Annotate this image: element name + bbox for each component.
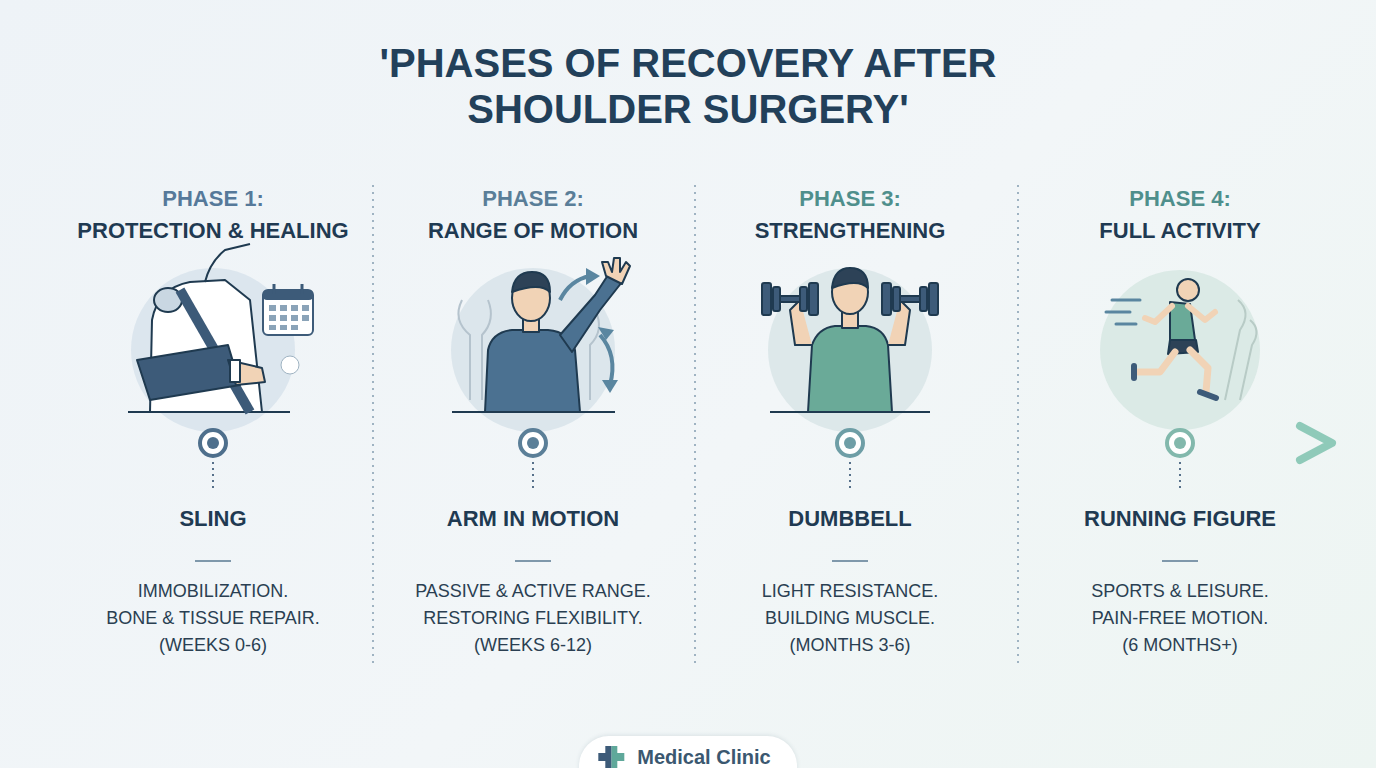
logo-badge: Medical Clinic [579, 736, 796, 768]
description: RESTORING FLEXIBILITY. [423, 608, 642, 629]
description: SPORTS & LEISURE. [1091, 581, 1269, 602]
description: PASSIVE & ACTIVE RANGE. [415, 581, 651, 602]
description: BONE & TISSUE REPAIR. [106, 608, 319, 629]
phase-number: PHASE 2: [482, 186, 583, 212]
arrowhead [586, 268, 600, 285]
icon-circle [768, 268, 932, 432]
icon-circle [1100, 270, 1260, 430]
phase-title: STRENGTHENING [755, 218, 946, 244]
separator [373, 185, 1018, 665]
stretching-person [485, 258, 630, 412]
phase-title: RANGE OF MOTION [428, 218, 638, 244]
timeline-dot [200, 430, 1193, 456]
description: (MONTHS 3-6) [790, 635, 911, 656]
icon-name: RUNNING FIGURE [1084, 506, 1276, 532]
description: (WEEKS 6-12) [474, 635, 592, 656]
description: (WEEKS 0-6) [159, 635, 267, 656]
sling-figure [137, 244, 265, 412]
bone-sketch [1225, 300, 1257, 400]
lifting-person [790, 268, 910, 412]
phase-number: PHASE 1: [162, 186, 263, 212]
arrowhead [598, 327, 614, 340]
icon-name: DUMBBELL [788, 506, 911, 532]
arrowhead [602, 380, 618, 393]
description: LIGHT RESISTANCE. [762, 581, 938, 602]
phase-title: FULL ACTIVITY [1099, 218, 1260, 244]
title: 'PHASES OF RECOVERY AFTER SHOULDER SURGE… [328, 40, 1048, 133]
timeline [48, 426, 1332, 460]
speed-lines [1106, 300, 1140, 324]
phase-number: PHASE 3: [799, 186, 900, 212]
description: IMMOBILIZATION. [138, 581, 289, 602]
logo-text: Medical Clinic [637, 746, 770, 768]
icon-name: SLING [179, 506, 246, 532]
phase-number: PHASE 4: [1129, 186, 1230, 212]
description: BUILDING MUSCLE. [765, 608, 935, 629]
description: (6 MONTHS+) [1122, 635, 1238, 656]
icon-name: ARM IN MOTION [447, 506, 619, 532]
leader-line [213, 462, 1180, 492]
dumbbell-icon [762, 283, 938, 315]
badge-icon [281, 356, 299, 374]
divider [195, 560, 1198, 562]
icon-circle [451, 268, 615, 432]
calendar-icon [263, 284, 313, 335]
description: PAIN-FREE MOTION. [1092, 608, 1269, 629]
running-person [1134, 279, 1216, 398]
phase-title: PROTECTION & HEALING [77, 218, 348, 244]
